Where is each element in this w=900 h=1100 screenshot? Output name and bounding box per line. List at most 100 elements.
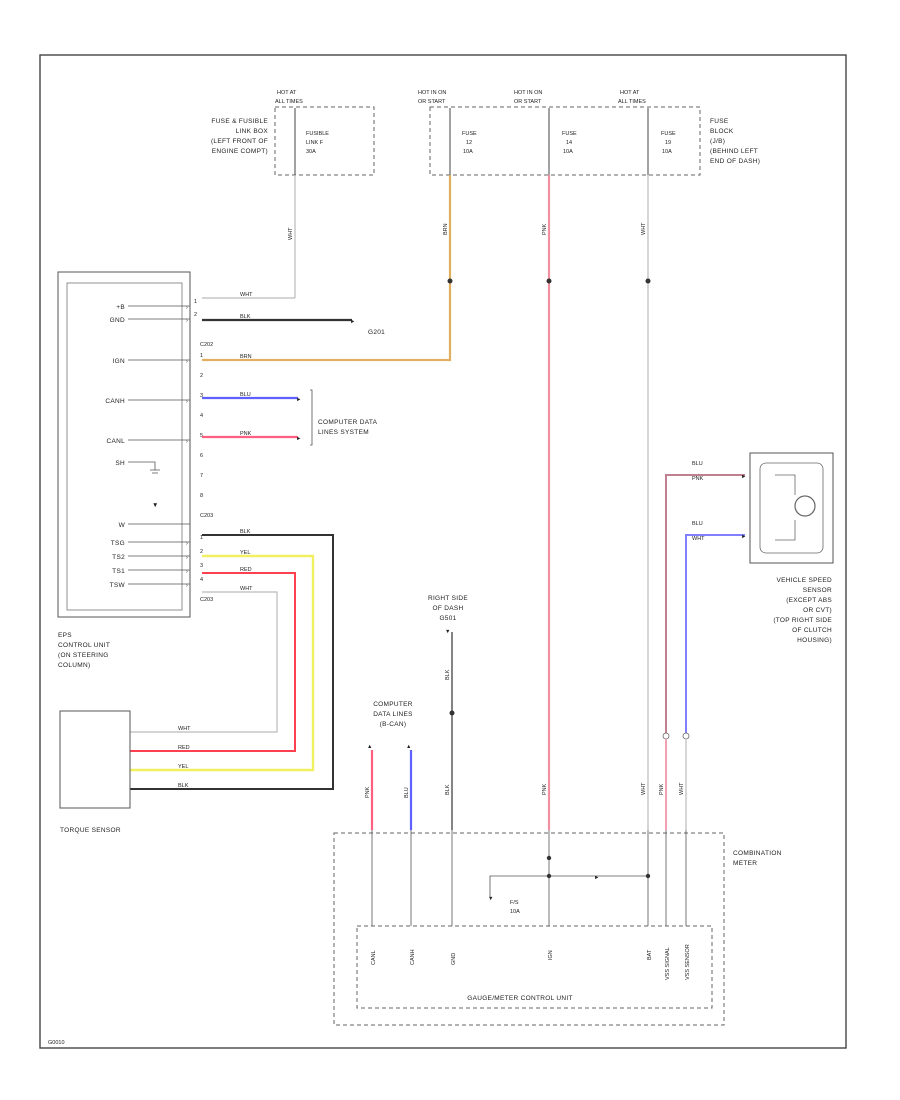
fusible-hot-at: HOT AT [277,90,297,96]
eps-sh-ground-symbol [150,469,160,474]
fuse12-name: FUSE [462,131,477,137]
can-up-arrow-icon: ▲ [367,744,372,750]
wire-tsw-label: WHT [240,586,253,592]
eps-outer-box [57,271,191,618]
fusible-link-group: HOT AT ALL TIMES FUSE & FUSIBLE LINK BOX… [211,90,375,176]
eps-pin-sh: SH [115,460,125,467]
meter-pin-canh: CANH [410,949,416,965]
vss-connector-arrow-icon: ► [741,534,746,540]
wire-ts-wht-label: WHT [178,726,191,732]
eps-pin-tsw: TSW [110,582,126,589]
fuse-block-location-line2: BLOCK [710,128,734,135]
fuse12-hot-at: HOT IN ON [418,90,446,96]
eps-conn-num: 5 [200,433,203,439]
b-can-line1: COMPUTER [373,701,413,708]
fuse-block-location-line5: END OF DASH) [710,158,760,165]
fusible-location-line3: (LEFT FRONT OF [211,138,268,145]
eps-pin-ign: IGN [113,358,125,365]
fusible-name: FUSIBLE [306,131,329,137]
can-bracket [310,389,313,446]
fuse-block-location-line4: (BEHIND LEFT [710,148,758,155]
wire-eps-canh-label: BLU [240,392,251,398]
eps-title-line3: (ON STEERING [58,652,109,659]
wire-fusible-out-label: WHT [288,227,294,240]
b-can-line2: DATA LINES [373,711,413,718]
fusible-id: LINK F [306,140,324,146]
fuse-block-box [429,106,701,176]
wire-vss-gnd-label: BLU [692,521,703,527]
eps-connector-c203: C203 [200,513,213,519]
meter-pin-vss-sensor: VSS SENSOR [685,944,691,980]
wire-tsw [130,591,278,733]
fuse12-hot-when: OR START [418,99,446,105]
eps-pin-ts2: TS2 [112,554,125,561]
fusible-location-line2: LINK BOX [236,128,269,135]
fusible-box [274,106,375,176]
eps-pin-tsg: TSG [111,540,125,547]
eps-inner-box [66,282,183,611]
eps-title-line4: COLUMN) [58,662,90,669]
vss-title-line5: (TOP RIGHT SIDE [773,617,832,624]
connector-arrow-icon: › [186,439,188,445]
eps-conn-num: 1 [194,299,197,305]
fuse19-name: FUSE [661,131,676,137]
wire-ts1-label: RED [240,567,252,573]
connector-arrow-icon: › [186,318,188,324]
connector-arrow-icon: › [186,555,188,561]
vss-title-line1: VEHICLE SPEED [776,577,832,584]
g501-line2: OF DASH [433,605,464,612]
fuse12-amp: 10A [463,149,473,155]
vss-connector-a [662,732,670,740]
connector-arrow-icon: › [186,305,188,311]
meter-pin-bat: BAT [647,949,653,960]
wire-tsg [130,534,334,790]
meter-title-line1: COMBINATION [733,850,782,857]
meter-pin-ign: IGN [548,950,554,960]
meter-fs-amp: 10A [510,909,520,915]
meter-outer-box [333,832,725,1026]
wire-vss-sig-label: BLU [692,461,703,467]
eps-line-sh [128,461,156,470]
fusible-amp: 30A [306,149,316,155]
eps-conn-num: 1 [200,353,203,359]
fuse14-name: FUSE [562,131,577,137]
wire-fuse19-label: WHT [641,222,647,235]
wire-ts-blk-label: BLK [178,783,189,789]
fusible-location-line1: FUSE & FUSIBLE [211,118,268,125]
ground-down-icon: ▼ [445,629,450,635]
meter-control-unit-label: GAUGE/METER CONTROL UNIT [467,995,573,1002]
can-arrow-icon: ► [296,397,301,403]
connector-arrow-icon: › [186,583,188,589]
vss-title-line2: SENSOR [803,587,832,594]
wire-eps-plus-label: WHT [240,292,253,298]
fuse19-id: 19 [665,140,671,146]
combination-meter: COMBINATION METER GAUGE/METER CONTROL UN… [333,830,782,1026]
wire-fuse14-label: PNK [542,223,548,235]
wire-vss-sig-color: PNK [692,476,704,482]
fuse-block-location-line1: FUSE [710,118,729,125]
fuse19-hot-at: HOT AT [620,90,640,96]
eps-pin-gnd: GND [110,317,125,324]
eps-connector-numbers: 1 2 C202 1 2 3 4 5 6 7 8 C203 1 2 3 4 C2… [194,299,213,603]
wire-ts2 [130,554,315,772]
meter-arrow-icon: ► [594,875,599,881]
vss-connector-arrow-icon: ► [741,474,746,480]
eps-internal-ground-icon: ▼ [152,502,159,509]
torque-sensor-box [59,710,131,809]
fuse12-id: 12 [466,140,472,146]
fusible-hot-when: ALL TIMES [275,99,303,105]
eps-connector-c203b: C203 [200,597,213,603]
fuse14-hot-at: HOT IN ON [514,90,542,96]
wire-meter-blk-label: BLK [445,784,451,795]
eps-conn-num: 7 [200,473,203,479]
connector-arrow-icon: › [186,541,188,547]
diagram-frame [39,54,847,1049]
eps-pin-canl: CANL [106,438,125,445]
ground-arrow-icon: ► [350,319,355,325]
fuse-block-group: HOT IN ON OR START HOT IN ON OR START HO… [418,90,760,176]
g501-line1: RIGHT SIDE [428,595,468,602]
meter-pin-gnd: GND [451,953,457,965]
meter-control-unit-box [356,925,713,1009]
vss-inner-box [759,462,824,554]
vss-title-line4: OR CVT) [803,607,832,614]
